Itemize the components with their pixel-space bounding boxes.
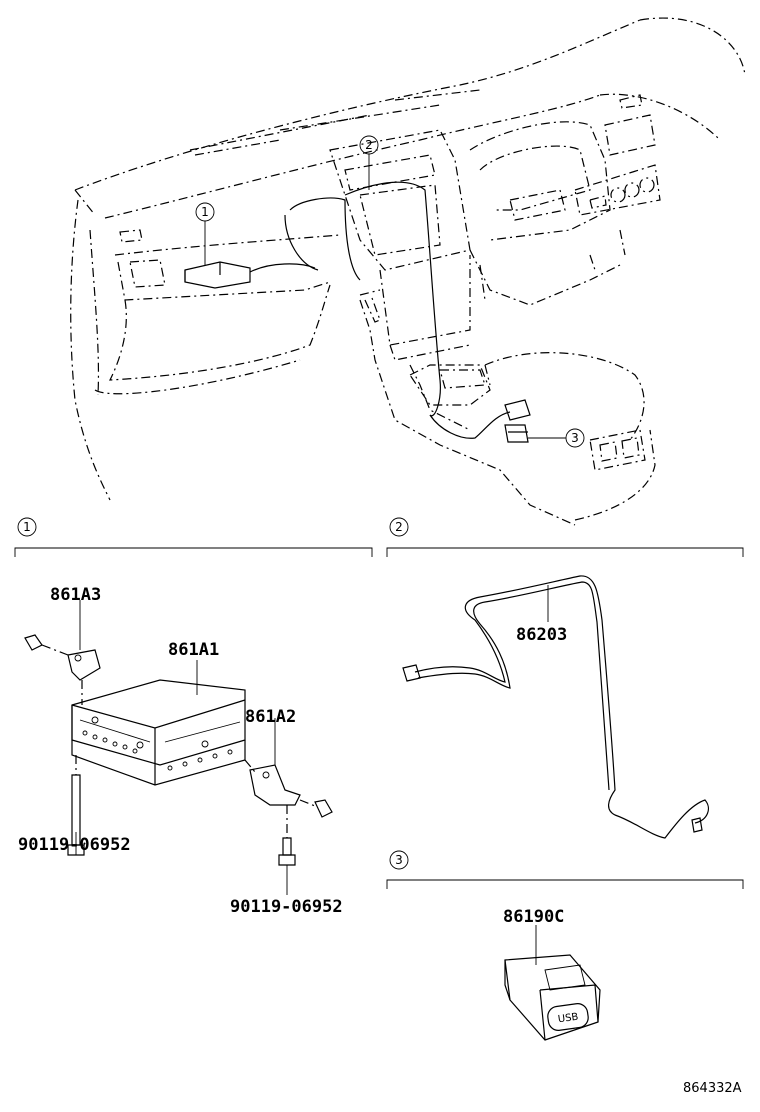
screw-right	[314, 799, 333, 818]
section-1-number: 1	[23, 520, 31, 534]
usb-socket	[547, 1003, 589, 1031]
part-label-bolt-right: 90119-06952	[230, 897, 343, 917]
section-3-number: 3	[395, 853, 403, 867]
section-1-header: 1	[14, 517, 373, 557]
section-1-amplifier: 861A3 861A1 861A2 90119-06952 90119-0695…	[18, 585, 343, 917]
amplifier-861A1	[71, 679, 246, 766]
part-label-861A3: 861A3	[50, 585, 101, 605]
drawing-code: 864332A	[683, 1081, 742, 1096]
usb-port-86190C	[504, 954, 601, 1041]
part-label-861A1: 861A1	[168, 640, 219, 660]
callout-label-2: 2	[365, 138, 373, 152]
bracket-861A2	[249, 764, 301, 806]
section-3-usb-port: USB 86190C	[503, 907, 601, 1041]
usb-cable-86203	[414, 575, 709, 839]
part-label-861A2: 861A2	[245, 707, 296, 727]
section-2-number: 2	[395, 520, 403, 534]
callout-label-1: 1	[201, 205, 209, 219]
bracket-861A3	[67, 649, 101, 681]
section-2-header: 2	[386, 517, 744, 557]
part-label-86190C: 86190C	[503, 907, 564, 927]
dashboard-overview: 1 2 3	[70, 17, 746, 526]
section-2-cable: 86203	[402, 575, 709, 839]
part-label-86203: 86203	[516, 625, 567, 645]
callout-label-3: 3	[571, 431, 579, 445]
usb-label: USB	[557, 1012, 579, 1026]
screw-left	[24, 634, 43, 651]
part-label-bolt-left: 90119-06952	[18, 835, 131, 855]
section-3-header: 3	[386, 850, 744, 889]
bolt-right	[282, 837, 292, 856]
